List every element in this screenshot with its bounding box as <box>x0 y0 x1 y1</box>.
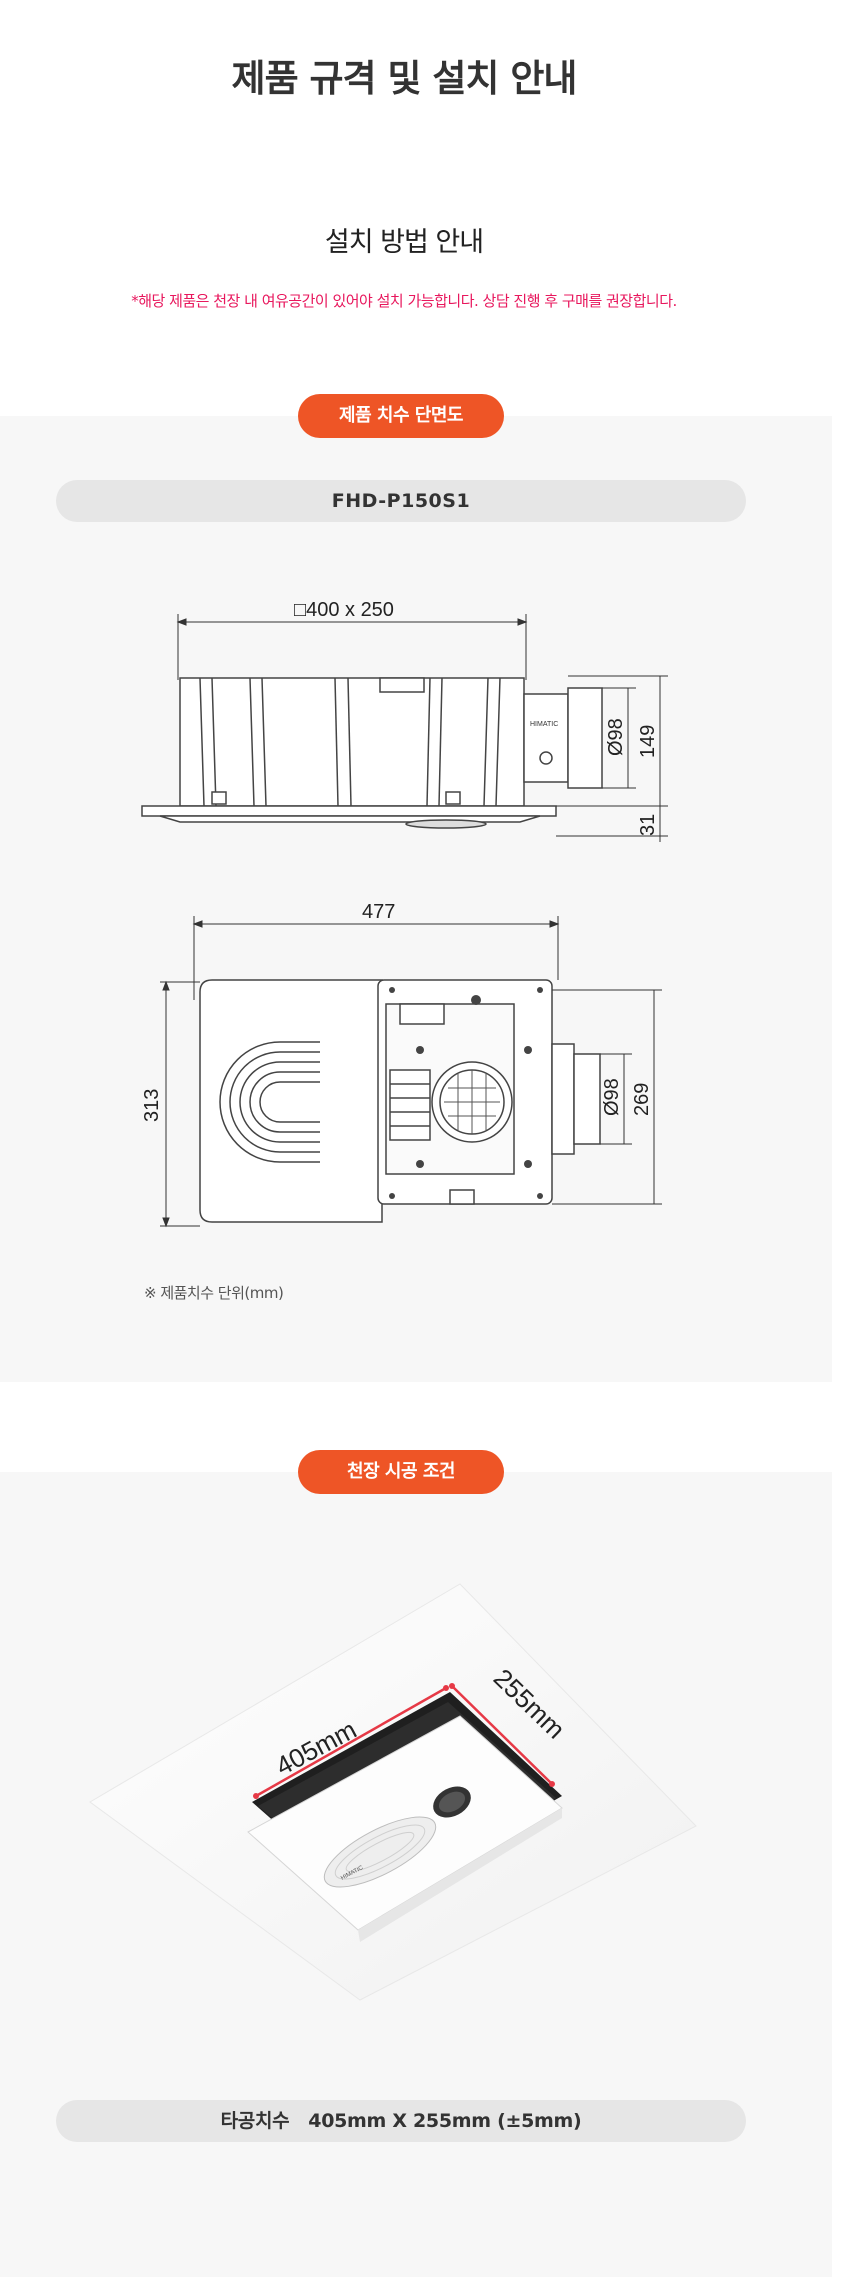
installation-notice: *해당 제품은 천장 내 여유공간이 있어야 설치 가능합니다. 상담 진행 후… <box>131 292 677 310</box>
cut-size-bar: 타공치수 405mm X 255mm (±5mm) <box>56 2100 746 2142</box>
cut-size-label: 타공치수 <box>220 2110 290 2132</box>
top-height-label: 269 <box>631 1083 653 1116</box>
ceiling-illustration: 405mm 255mm HIMATIC <box>89 1583 697 2001</box>
side-panel-label: 31 <box>637 814 659 836</box>
cut-size-value: 405mm X 255mm (±5mm) <box>308 2110 582 2132</box>
unit-note: ※ 제품치수 단위(mm) <box>144 1284 284 1302</box>
top-view-drawing: 477 313 <box>141 901 662 1228</box>
top-duct-label: Ø98 <box>601 1078 623 1116</box>
ceiling-badge: 천장 시공 조건 <box>298 1450 504 1494</box>
model-name-bar: FHD-P150S1 <box>56 480 746 522</box>
dimensions-badge: 제품 치수 단면도 <box>298 394 504 438</box>
side-view-drawing: □400 x 250 HIMATIC <box>141 599 668 842</box>
page-title: 제품 규격 및 설치 안내 <box>231 57 578 100</box>
side-height-label: 149 <box>637 725 659 758</box>
section-subtitle: 설치 방법 안내 <box>324 227 484 258</box>
top-width-label: 477 <box>362 901 395 923</box>
top-depth-label: 313 <box>141 1089 163 1122</box>
side-brand-mark: HIMATIC <box>530 721 558 728</box>
dimensions-panel <box>0 416 832 1382</box>
side-width-label: □400 x 250 <box>294 599 394 621</box>
side-duct-label: Ø98 <box>605 718 627 756</box>
